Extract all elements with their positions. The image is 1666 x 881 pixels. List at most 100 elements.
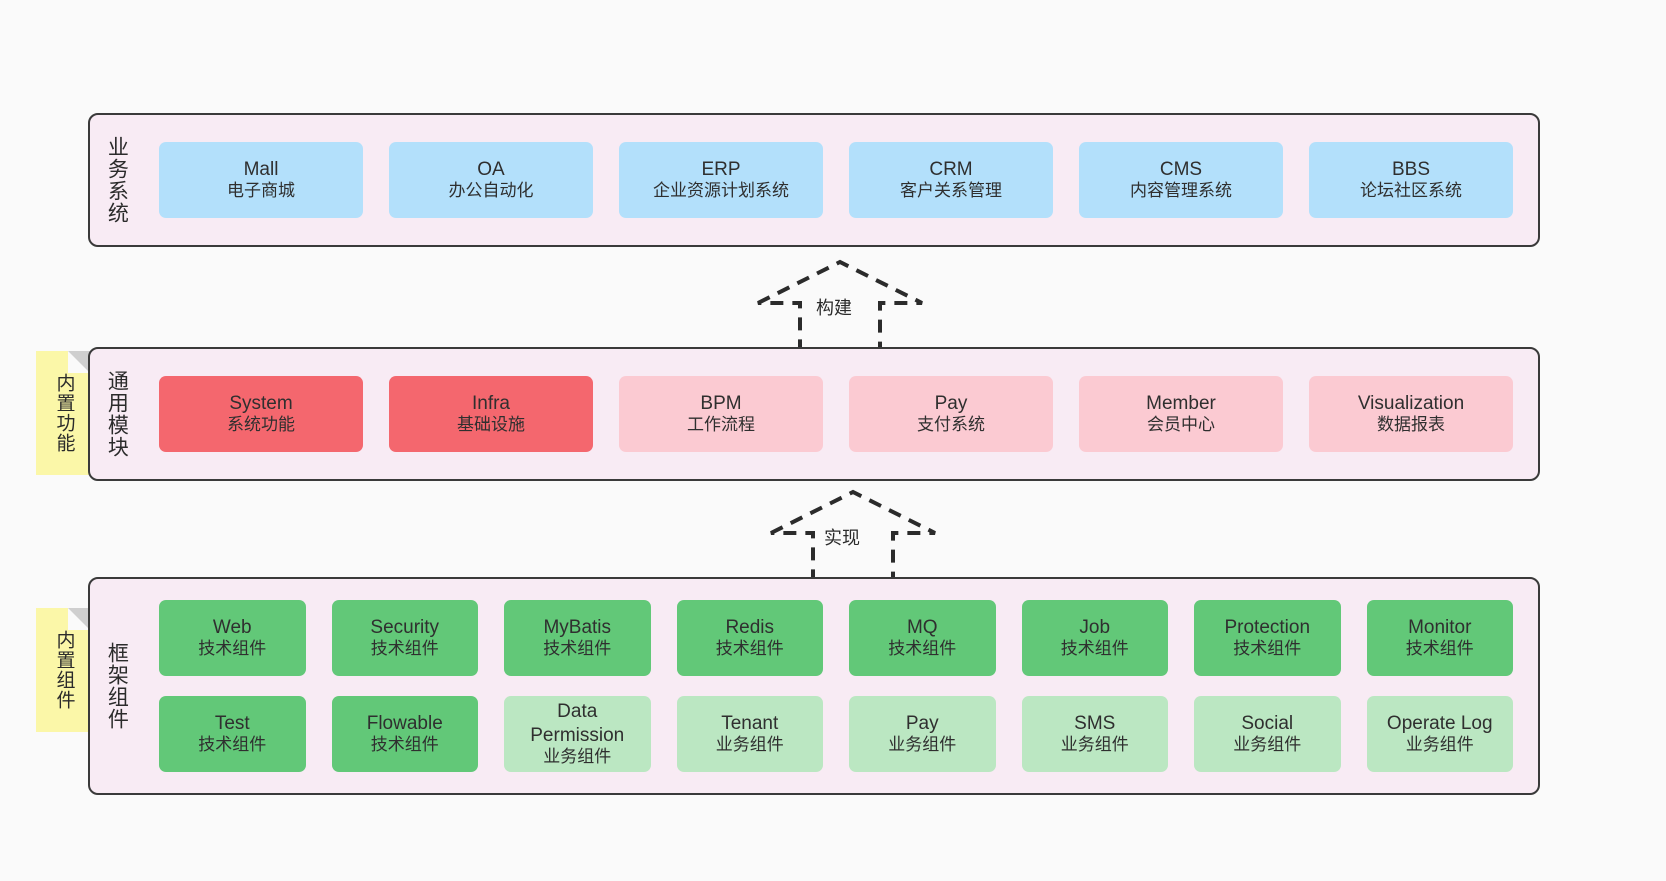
framework-node-row-1: Web 技术组件 Security 技术组件 MyBatis 技术组件 Redi…: [146, 600, 1526, 676]
node-job[interactable]: Job 技术组件: [1021, 600, 1168, 676]
node-title: Pay: [934, 393, 968, 415]
node-title: Data Permission: [530, 701, 625, 746]
node-subtitle: 业务组件: [1405, 735, 1474, 755]
layer-framework-body: Web 技术组件 Security 技术组件 MyBatis 技术组件 Redi…: [142, 579, 1538, 793]
node-mybatis[interactable]: MyBatis 技术组件: [504, 600, 651, 676]
node-security[interactable]: Security 技术组件: [331, 600, 478, 676]
node-title: SMS: [1074, 713, 1116, 735]
dashed-arrow-up-icon: [770, 489, 936, 583]
node-subtitle: 内容管理系统: [1130, 181, 1232, 201]
node-subtitle: 技术组件: [370, 639, 439, 659]
node-subtitle: 技术组件: [370, 735, 439, 755]
node-subtitle: 企业资源计划系统: [653, 181, 789, 201]
node-subtitle: 技术组件: [888, 639, 957, 659]
node-subtitle: 技术组件: [198, 639, 267, 659]
node-title: Pay: [905, 713, 939, 735]
node-subtitle: 技术组件: [715, 639, 784, 659]
node-title: Operate Log: [1386, 713, 1493, 735]
arrow-build-label: 构建: [816, 298, 852, 318]
node-bbs[interactable]: BBS 论坛社区系统: [1309, 142, 1513, 218]
node-title: Flowable: [366, 713, 443, 735]
node-title: Web: [212, 617, 252, 639]
node-title: Member: [1146, 393, 1216, 415]
node-tenant[interactable]: Tenant 业务组件: [676, 696, 823, 772]
node-subtitle: 业务组件: [1060, 735, 1129, 755]
node-flowable[interactable]: Flowable 技术组件: [331, 696, 478, 772]
arrow-implement: [768, 488, 938, 583]
node-title: Job: [1079, 617, 1111, 639]
node-subtitle: 技术组件: [198, 735, 267, 755]
node-web[interactable]: Web 技术组件: [159, 600, 306, 676]
layer-common-label: 通用模块: [105, 370, 129, 458]
node-social[interactable]: Social 业务组件: [1194, 696, 1341, 772]
node-system[interactable]: System 系统功能: [159, 376, 363, 452]
arrow-build: [755, 258, 925, 353]
node-title: ERP: [701, 159, 741, 181]
node-title: Test: [214, 713, 250, 735]
node-subtitle: 客户关系管理: [900, 181, 1002, 201]
layer-business-systems: 业务系统 Mall 电子商城 OA 办公自动化 ERP 企业资源计划系统 CRM…: [88, 113, 1540, 247]
framework-node-row-2: Test 技术组件 Flowable 技术组件 Data Permission …: [146, 696, 1526, 772]
node-monitor[interactable]: Monitor 技术组件: [1366, 600, 1513, 676]
node-title: CRM: [929, 159, 973, 181]
node-title: Security: [370, 617, 440, 639]
node-title: Visualization: [1357, 393, 1465, 415]
node-title: Mall: [243, 159, 279, 181]
node-subtitle: 技术组件: [1060, 639, 1129, 659]
node-title: MQ: [906, 617, 938, 639]
layer-business-body: Mall 电子商城 OA 办公自动化 ERP 企业资源计划系统 CRM 客户关系…: [142, 115, 1538, 245]
node-erp[interactable]: ERP 企业资源计划系统: [619, 142, 823, 218]
note-builtin-components: 内置组件: [36, 608, 90, 732]
note-label: 内置组件: [53, 630, 75, 710]
business-node-row: Mall 电子商城 OA 办公自动化 ERP 企业资源计划系统 CRM 客户关系…: [146, 142, 1526, 218]
node-infra[interactable]: Infra 基础设施: [389, 376, 593, 452]
node-subtitle: 论坛社区系统: [1360, 181, 1462, 201]
node-cms[interactable]: CMS 内容管理系统: [1079, 142, 1283, 218]
node-subtitle: 技术组件: [1233, 639, 1302, 659]
node-subtitle: 支付系统: [917, 415, 985, 435]
node-data-permission[interactable]: Data Permission 业务组件: [504, 696, 651, 772]
node-title: Redis: [725, 617, 775, 639]
node-test[interactable]: Test 技术组件: [159, 696, 306, 772]
node-subtitle: 技术组件: [543, 639, 612, 659]
node-subtitle: 基础设施: [457, 415, 525, 435]
node-subtitle: 数据报表: [1377, 415, 1445, 435]
node-mq[interactable]: MQ 技术组件: [849, 600, 996, 676]
note-fold-corner-icon: [68, 351, 90, 373]
node-mall[interactable]: Mall 电子商城: [159, 142, 363, 218]
node-subtitle: 业务组件: [543, 746, 612, 766]
dashed-arrow-up-icon: [757, 259, 923, 353]
node-subtitle: 会员中心: [1147, 415, 1215, 435]
node-protection[interactable]: Protection 技术组件: [1194, 600, 1341, 676]
node-subtitle: 业务组件: [1233, 735, 1302, 755]
node-title: System: [229, 393, 293, 415]
node-title: BBS: [1391, 159, 1431, 181]
node-redis[interactable]: Redis 技术组件: [676, 600, 823, 676]
node-title: Infra: [471, 393, 511, 415]
node-subtitle: 系统功能: [227, 415, 295, 435]
layer-business-label: 业务系统: [105, 136, 129, 224]
node-sms[interactable]: SMS 业务组件: [1021, 696, 1168, 772]
node-pay-component[interactable]: Pay 业务组件: [849, 696, 996, 772]
node-title: OA: [477, 159, 505, 181]
node-subtitle: 办公自动化: [448, 181, 534, 201]
node-oa[interactable]: OA 办公自动化: [389, 142, 593, 218]
node-subtitle: 工作流程: [687, 415, 755, 435]
node-title: CMS: [1159, 159, 1203, 181]
node-pay[interactable]: Pay 支付系统: [849, 376, 1053, 452]
node-subtitle: 电子商城: [227, 181, 295, 201]
node-member[interactable]: Member 会员中心: [1079, 376, 1283, 452]
node-crm[interactable]: CRM 客户关系管理: [849, 142, 1053, 218]
note-builtin-features: 内置功能: [36, 351, 90, 475]
node-bpm[interactable]: BPM 工作流程: [619, 376, 823, 452]
node-subtitle: 业务组件: [715, 735, 784, 755]
node-subtitle: 业务组件: [888, 735, 957, 755]
node-title: BPM: [700, 393, 742, 415]
node-title: Tenant: [721, 713, 779, 735]
node-operate-log[interactable]: Operate Log 业务组件: [1366, 696, 1513, 772]
layer-common-modules: 通用模块 System 系统功能 Infra 基础设施 BPM 工作流程 Pay…: [88, 347, 1540, 481]
layer-common-body: System 系统功能 Infra 基础设施 BPM 工作流程 Pay 支付系统…: [142, 349, 1538, 479]
node-title: Monitor: [1408, 617, 1472, 639]
node-visualization[interactable]: Visualization 数据报表: [1309, 376, 1513, 452]
